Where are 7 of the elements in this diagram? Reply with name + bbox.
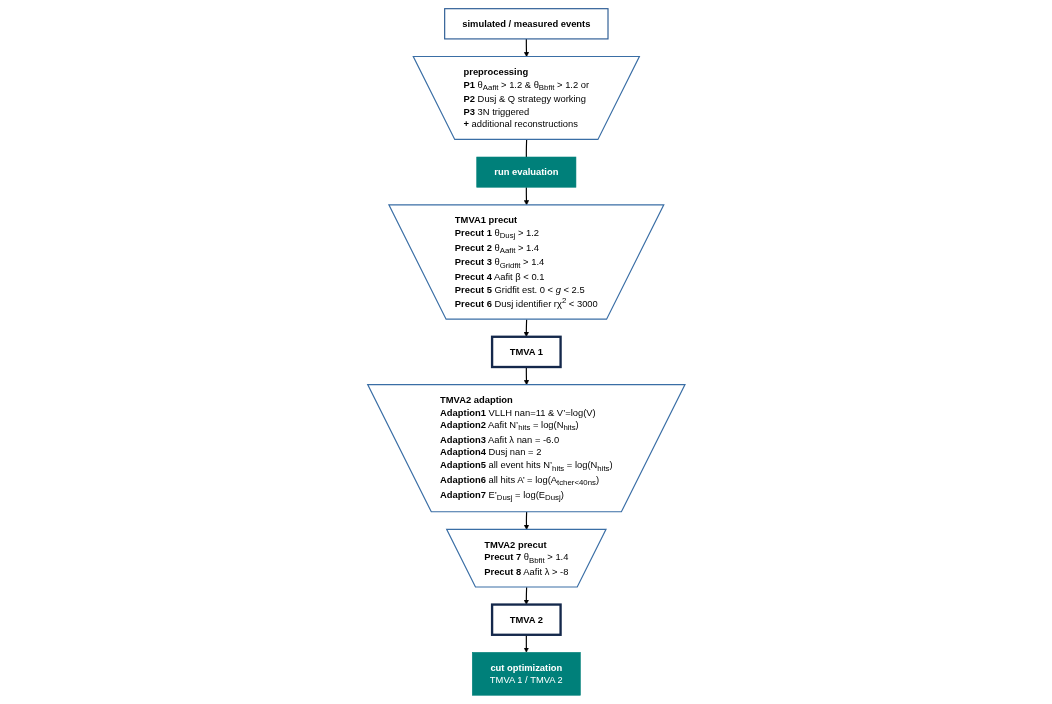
node-box: run evaluation [476, 156, 576, 188]
node-box: simulated / measured events [443, 8, 609, 40]
node-box: TMVA 2 [490, 603, 562, 636]
arrow [523, 634, 529, 653]
node-box: cut optimization TMVA 1 / TMVA 2 [471, 652, 581, 696]
arrow [523, 511, 529, 530]
node-box: TMVA 1 [490, 335, 562, 369]
